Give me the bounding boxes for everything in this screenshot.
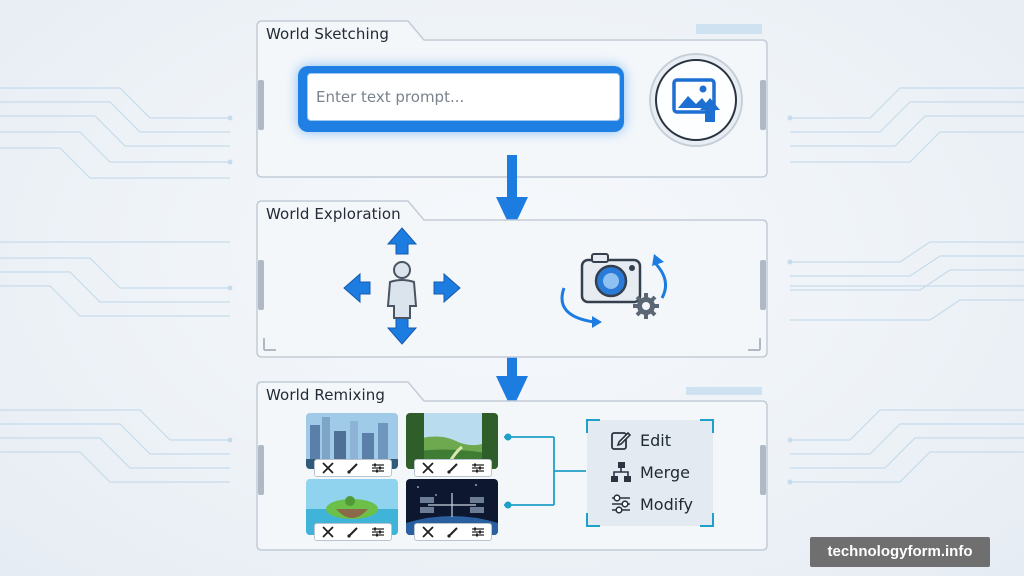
- edit-label: Edit: [640, 430, 671, 450]
- remix-operations-box: Edit Merge Modify: [586, 419, 714, 527]
- brush-icon[interactable]: [346, 526, 360, 538]
- image-upload-icon[interactable]: [648, 52, 744, 148]
- world-sketching-panel: World Sketching: [256, 20, 768, 178]
- world-remixing-panel: World Remixing: [256, 381, 768, 551]
- panel-title: World Sketching: [266, 25, 389, 43]
- sliders-icon[interactable]: [371, 526, 385, 538]
- tools-icon[interactable]: [321, 462, 335, 474]
- watermark-label: technologyform.info: [810, 537, 990, 567]
- brush-icon[interactable]: [346, 462, 360, 474]
- edit-icon: [611, 431, 632, 450]
- merge-label: Merge: [640, 462, 690, 482]
- thumbnail-tool-bar: [414, 459, 492, 477]
- thumbnail-tool-bar: [314, 459, 392, 477]
- tools-icon[interactable]: [321, 526, 335, 538]
- sliders-icon[interactable]: [471, 526, 485, 538]
- tools-icon[interactable]: [421, 526, 435, 538]
- edit-operation[interactable]: Edit: [610, 427, 671, 453]
- sliders-icon[interactable]: [371, 462, 385, 474]
- sliders-icon: [612, 494, 630, 514]
- world-exploration-panel: World Exploration: [256, 200, 768, 358]
- person-move-icon[interactable]: [342, 224, 462, 348]
- panel-title: World Exploration: [266, 205, 401, 223]
- camera-orbit-icon[interactable]: [554, 236, 674, 330]
- flow-arrow-down-icon: [496, 155, 528, 231]
- panel-title: World Remixing: [266, 386, 385, 404]
- brush-icon[interactable]: [446, 526, 460, 538]
- text-prompt-input[interactable]: [307, 73, 620, 121]
- brush-icon[interactable]: [446, 462, 460, 474]
- thumbnail-tool-bar: [314, 523, 392, 541]
- modify-label: Modify: [640, 494, 694, 514]
- tools-icon[interactable]: [421, 462, 435, 474]
- sliders-icon[interactable]: [471, 462, 485, 474]
- prompt-frame: [298, 66, 624, 132]
- panel-frame: [256, 200, 768, 358]
- thumbnail-tool-bar: [414, 523, 492, 541]
- merge-operation[interactable]: Merge: [610, 459, 690, 485]
- hierarchy-icon: [611, 462, 631, 482]
- modify-operation[interactable]: Modify: [610, 491, 693, 517]
